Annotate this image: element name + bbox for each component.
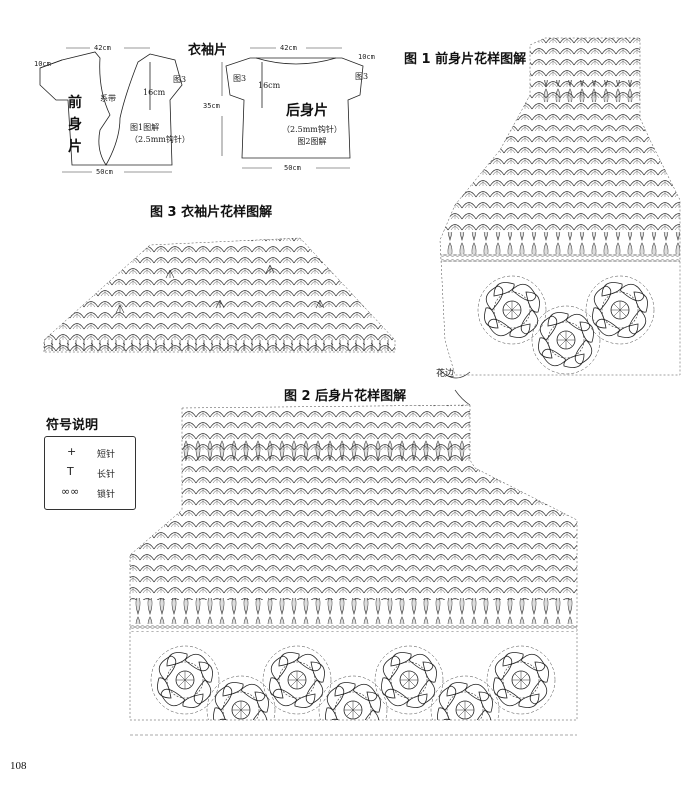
back-caption: （2.5mm钩针） 图2图解 [282,124,342,148]
back-neck-depth: 16cm [258,81,281,90]
dimension-lines [62,47,350,173]
front-sleeve-width: 10cm [34,60,51,68]
front-width-top: 42cm [94,44,111,52]
front-label: 前 身 片 [68,92,82,158]
front-caption: 图1图解 （2.5mm钩针） [130,122,190,146]
overview-title: 衣袖片 [188,43,228,58]
front-label-line: 前 [68,95,82,111]
legend-label-chain: 锁针 [97,490,116,500]
legend-box: + 短针 T 长针 ∞∞ 锁针 [44,436,136,510]
legend-label-single: 短针 [97,450,116,460]
back-width-top: 42cm [280,44,297,52]
fig3-fan-marks [115,264,325,314]
front-fig-ref: 图3 [173,75,187,84]
front-caption-line: （2.5mm钩针） [130,135,190,144]
back-label: 后身片 [286,103,328,119]
double-crochet-icon: T [67,465,74,478]
back-caption-line: 图2图解 [297,137,327,146]
fig1-neck-band [540,80,640,102]
back-piece-outline [225,57,364,159]
fig2-back-chart [130,405,577,720]
front-neck-depth: 16cm [143,88,166,97]
chain-stitch-icon: ∞∞ [61,485,80,498]
fig3-title: 图 3 衣袖片花样图解 [150,205,273,220]
front-label-line: 片 [68,139,82,155]
fig2-title: 图 2 后身片花样图解 [284,389,407,404]
front-label-line: 身 [68,117,82,133]
back-fig-ref-right: 图3 [355,72,369,81]
front-caption-line: 图1图解 [130,123,160,132]
back-height: 35cm [203,102,220,110]
back-caption-line: （2.5mm钩针） [282,125,342,134]
back-sleeve-width: 10cm [358,53,375,61]
fig1-title: 图 1 前身片花样图解 [404,52,527,67]
front-piece-outline [39,51,183,166]
fig3-sleeve-chart [44,238,395,352]
edge-pointer [439,369,471,379]
back-fig-ref-left: 图3 [233,74,247,83]
legend-title: 符号说明 [46,418,99,433]
single-crochet-icon: + [67,445,77,458]
legend-label-double: 长针 [97,470,116,480]
edge-label: 花边 [436,369,455,379]
back-width-bottom: 50cm [284,164,301,172]
page-number: 108 [10,760,27,772]
front-tie-label: 系带 [100,94,116,103]
front-width-bottom: 50cm [96,168,113,176]
